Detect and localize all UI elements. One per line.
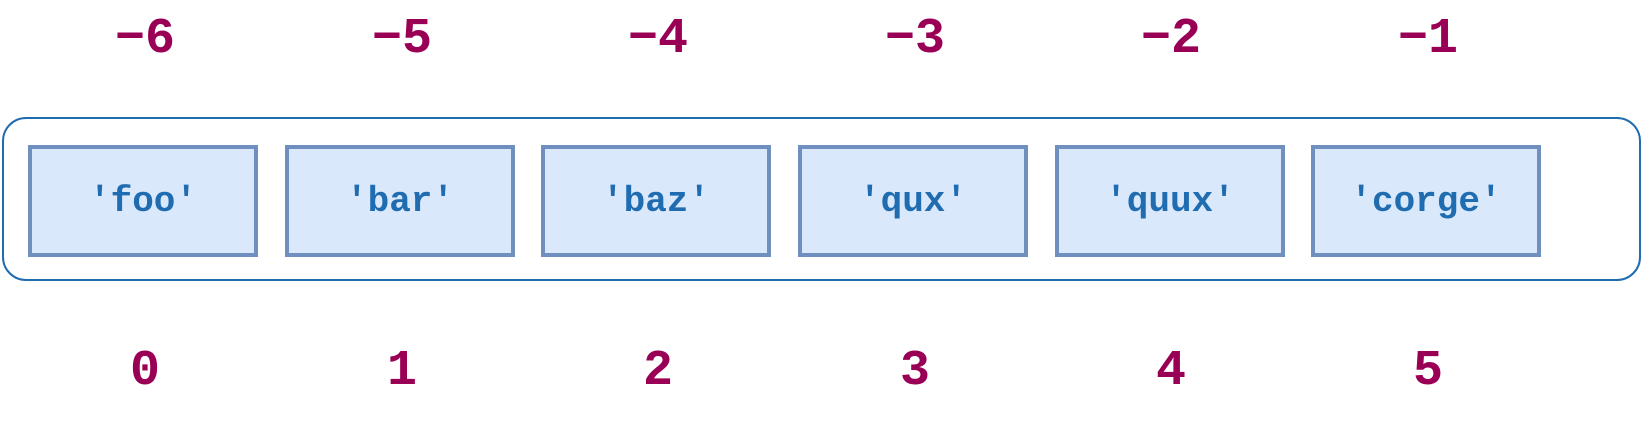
list-item-cell: 'quux' — [1055, 145, 1285, 257]
negative-index-row: −6 −5 −4 −3 −2 −1 — [0, 0, 1649, 80]
list-item-value: 'quux' — [1105, 180, 1235, 222]
list-item-value: 'bar' — [345, 180, 455, 222]
positive-index-row: 0 1 2 3 4 5 — [0, 332, 1649, 412]
list-item-cell: 'bar' — [285, 145, 515, 257]
positive-index-label: 5 — [1412, 343, 1443, 400]
list-item-value: 'foo' — [88, 180, 198, 222]
positive-index-label: 3 — [899, 343, 930, 400]
positive-index-label: 2 — [642, 343, 673, 400]
negative-index-label: −3 — [884, 11, 945, 68]
positive-index-label: 1 — [386, 343, 417, 400]
negative-index-label: −6 — [114, 11, 175, 68]
negative-index-label: −5 — [371, 11, 432, 68]
positive-index-label: 0 — [129, 343, 160, 400]
positive-index-label: 4 — [1155, 343, 1186, 400]
negative-index-label: −1 — [1397, 11, 1458, 68]
list-item-cell: 'qux' — [798, 145, 1028, 257]
negative-index-label: −2 — [1140, 11, 1201, 68]
list-item-cell: 'foo' — [28, 145, 258, 257]
negative-index-label: −4 — [627, 11, 688, 68]
list-item-value: 'corge' — [1350, 180, 1502, 222]
list-item-value: 'qux' — [858, 180, 968, 222]
list-item-value: 'baz' — [601, 180, 711, 222]
list-item-cell: 'corge' — [1311, 145, 1541, 257]
list-item-cell: 'baz' — [541, 145, 771, 257]
